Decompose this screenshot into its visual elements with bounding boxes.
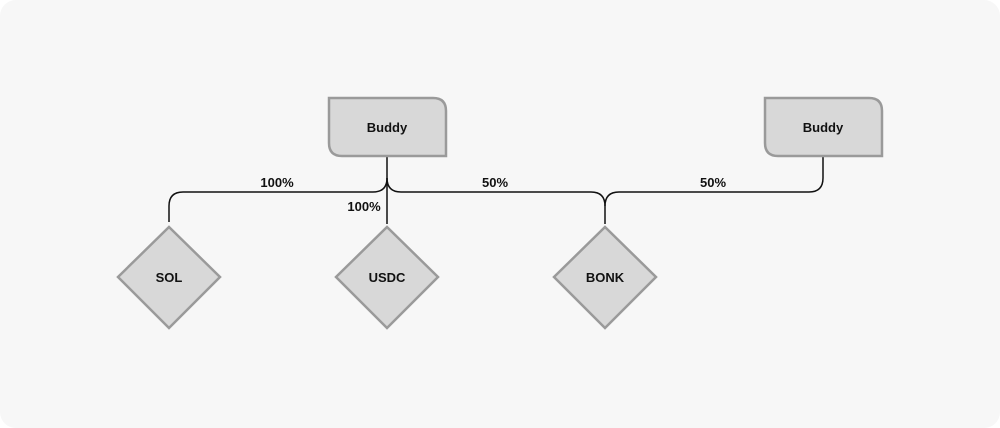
- buddy-node-right-shape: [763, 96, 884, 158]
- buddy-node-right-label: Buddy: [803, 120, 844, 135]
- token-node-usdc-label: USDC: [369, 270, 406, 285]
- edge-label-bonk-right: 50%: [700, 175, 726, 190]
- token-node-usdc-shape: [334, 225, 440, 330]
- token-node-sol[interactable]: SOL: [116, 225, 222, 330]
- token-node-usdc[interactable]: USDC: [334, 225, 440, 330]
- token-node-sol-shape: [116, 225, 222, 330]
- edge-label-usdc: 100%: [347, 199, 381, 214]
- edge-buddy-left-to-sol: [168, 157, 388, 222]
- token-node-bonk[interactable]: BONK: [552, 225, 658, 330]
- token-node-bonk-label: BONK: [586, 270, 625, 285]
- buddy-node-right[interactable]: Buddy: [763, 96, 884, 158]
- buddy-node-left[interactable]: Buddy: [327, 96, 448, 158]
- buddy-node-left-label: Buddy: [367, 120, 408, 135]
- token-node-bonk-shape: [552, 225, 658, 330]
- edge-buddy-right-to-bonk: [604, 157, 824, 207]
- edge-buddy-left-to-bonk: [386, 177, 606, 224]
- buddy-node-left-shape: [327, 96, 448, 158]
- token-node-sol-label: SOL: [156, 270, 183, 285]
- edge-label-sol: 100%: [260, 175, 294, 190]
- edge-label-bonk-left: 50%: [482, 175, 508, 190]
